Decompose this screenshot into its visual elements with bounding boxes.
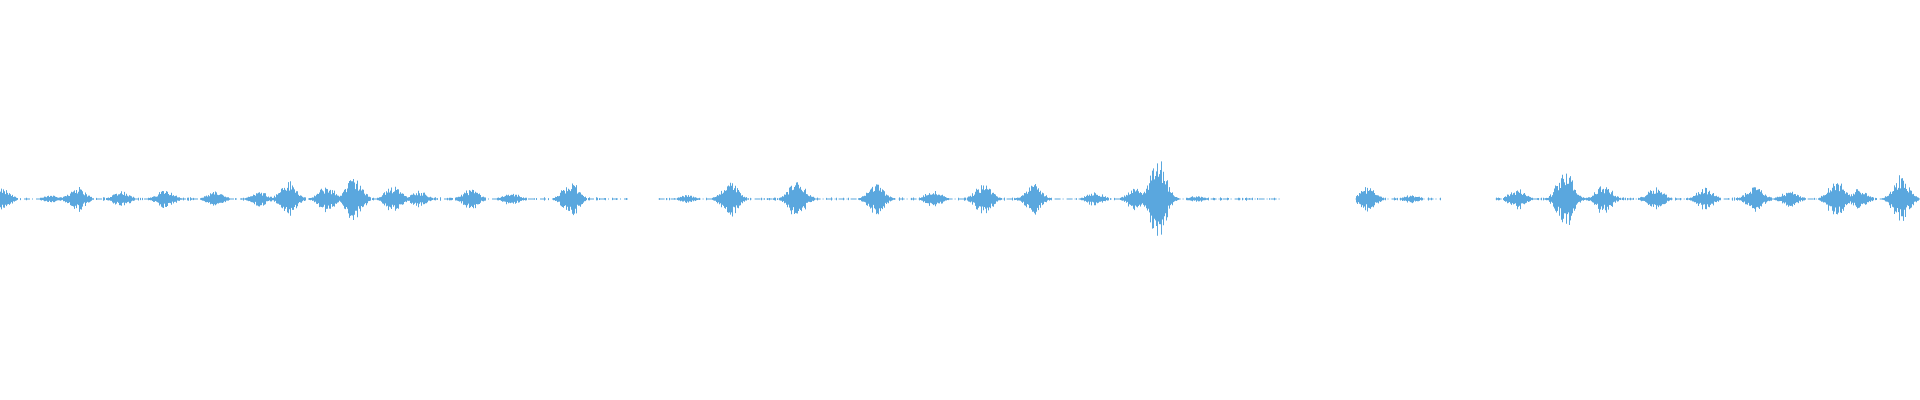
waveform-trace	[0, 161, 1920, 236]
waveform-amplitude	[0, 161, 1919, 236]
